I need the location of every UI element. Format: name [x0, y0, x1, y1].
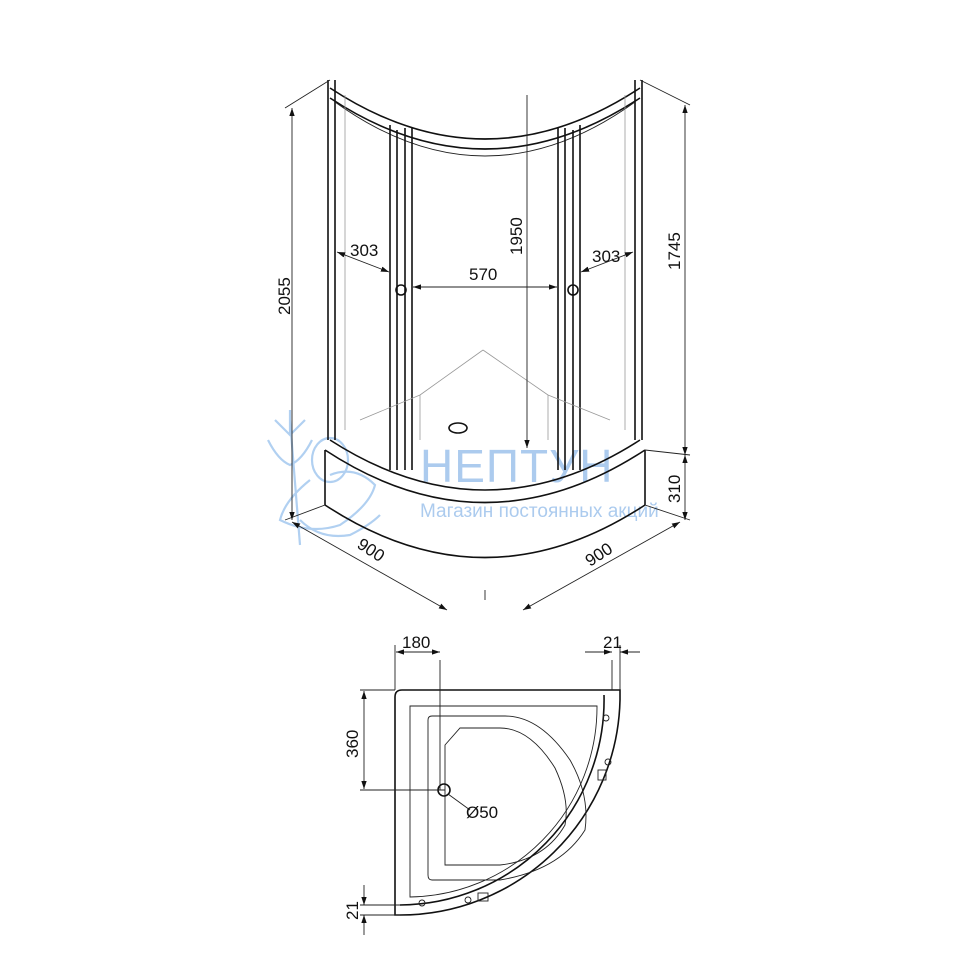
dim-profile-top: 21	[603, 633, 622, 652]
drain-iso	[448, 422, 468, 434]
sliding-doors	[389, 125, 581, 470]
dim-drain-offset-y: 360	[343, 730, 362, 758]
shower-tray-plan	[394, 689, 621, 916]
dim-left-side: 900	[354, 534, 388, 565]
watermark-slogan: Магазин постоянных акций	[420, 501, 659, 522]
dim-cabin-height: 1745	[665, 232, 684, 270]
dim-total-height: 2055	[275, 277, 294, 315]
dim-door-height: 1950	[507, 217, 526, 255]
dim-entrance-width: 570	[469, 265, 497, 284]
dim-right-door-width: 303	[592, 247, 620, 266]
plan-dimensions: 180 21 360 Ø50 21	[343, 633, 640, 935]
dim-right-side: 900	[582, 539, 616, 570]
door-handle-right	[567, 284, 579, 296]
cabin-frame	[327, 80, 643, 440]
dim-profile-bottom: 21	[343, 901, 362, 920]
dim-tray-height: 310	[665, 475, 684, 503]
watermark-trident-figure	[267, 410, 381, 546]
dim-left-door-width: 303	[350, 241, 378, 260]
iso-dimensions: 2055 1745 310 1950 303 570 303 900 900	[275, 79, 691, 611]
door-handle-left	[395, 284, 407, 296]
dim-drain-diameter: Ø50	[466, 803, 498, 822]
watermark-brand: НЕПТУН	[420, 440, 614, 492]
dim-drain-offset-x: 180	[402, 633, 430, 652]
